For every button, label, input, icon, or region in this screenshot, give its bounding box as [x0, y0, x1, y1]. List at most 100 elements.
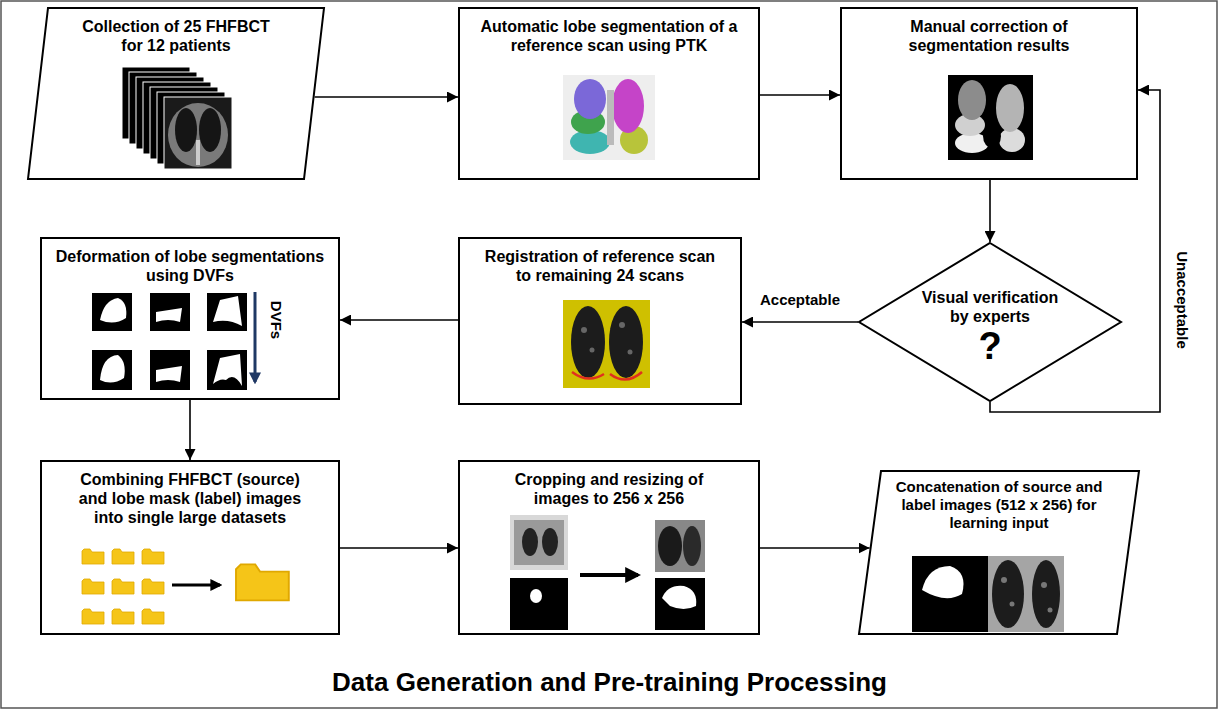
lobe-mask: [156, 308, 182, 322]
process-box: Automatic lobe segmentation of a referen…: [458, 7, 760, 180]
lung-texture: [590, 348, 595, 353]
image-ground: [563, 300, 650, 388]
node-text: Deformation of lobe segmentations using …: [45, 247, 335, 285]
folder-icon: [112, 579, 134, 594]
mask-image: [655, 578, 705, 630]
node-text: Automatic lobe segmentation of a referen…: [464, 17, 754, 55]
folder-icon: [82, 609, 104, 624]
mediastinum: [607, 90, 614, 145]
lobe-mask-grid: [92, 292, 255, 390]
lobe-mask: [213, 354, 242, 386]
ct-image: [510, 515, 568, 570]
folder-icon: [142, 549, 164, 564]
lobe-mask: [530, 589, 542, 603]
process-arrow: [580, 573, 638, 577]
mask-tile: [92, 350, 132, 390]
ct-stack-icon: [122, 67, 232, 169]
connector-arrow: [340, 547, 458, 549]
lung-texture: [1010, 602, 1015, 607]
lobe-mask: [213, 296, 242, 326]
lobe-region: [612, 79, 644, 133]
input-parallelogram: Collection of 25 FHFBCT for 12 patients: [27, 7, 325, 180]
mask-image: [510, 578, 568, 630]
node-text: Manual correction of segmentation result…: [864, 17, 1114, 55]
corrected-lobe-image: [948, 75, 1033, 160]
ct-lung: [992, 560, 1024, 628]
folder-icon: [142, 609, 164, 624]
ct-lung: [683, 526, 701, 566]
connector-arrow: [989, 180, 991, 242]
lung-texture: [1001, 577, 1007, 583]
registration-image: [563, 300, 650, 388]
mask-tile: [150, 350, 190, 390]
connector-arrow: [742, 321, 858, 323]
edge-label: Unacceptable: [1173, 248, 1191, 352]
ct-spine: [196, 140, 200, 165]
folder-icon: [82, 549, 104, 564]
lobe-mask: [100, 355, 125, 383]
lobe-region: [996, 84, 1024, 132]
node-text: Combining FHFBCT (source) and lobe mask …: [70, 470, 310, 528]
lobe-mask: [662, 586, 696, 609]
node-text: Cropping and resizing of images to 256 x…: [494, 470, 724, 508]
ct-lung: [522, 528, 538, 556]
lung-texture: [619, 322, 625, 328]
ct-body: [168, 103, 228, 167]
output-parallelogram: Concatenation of source and label images…: [858, 470, 1140, 635]
shape-border: [859, 471, 1139, 634]
lobe-region: [958, 80, 986, 120]
decision-diamond: Visual verification by experts?: [858, 242, 1122, 402]
connector-arrow: [340, 319, 458, 321]
process-box: Deformation of lobe segmentations using …: [40, 237, 340, 400]
node-text: Registration of reference scan to remain…: [480, 247, 720, 285]
process-box: Manual correction of segmentation result…: [840, 7, 1138, 180]
node-text: Concatenation of source and label images…: [884, 478, 1114, 532]
big-folder-icon: [236, 564, 289, 600]
mask-tile: [207, 293, 247, 331]
diaphragm-contour: [572, 372, 604, 379]
diaphragm-contour: [610, 372, 642, 380]
node-symbol-text: ?: [915, 326, 1065, 368]
edge-label: Acceptable: [757, 291, 843, 309]
ct-lung: [175, 108, 197, 152]
mask-tile: [92, 293, 132, 331]
lobe-mask: [100, 298, 126, 323]
diagram-title: Data Generation and Pre-training Process…: [0, 667, 1219, 698]
process-box: Combining FHFBCT (source) and lobe mask …: [40, 460, 340, 635]
connector-arrow: [990, 90, 1160, 412]
folder-icon: [142, 579, 164, 594]
lobe-region: [574, 79, 606, 119]
shape-border: [28, 8, 324, 179]
ct-body: [514, 520, 564, 565]
connector-arrow: [315, 96, 458, 98]
ct-image: [655, 520, 705, 572]
node-text: Visual verification by experts: [915, 288, 1065, 326]
process-box: Cropping and resizing of images to 256 x…: [458, 460, 760, 635]
ct-image: [988, 556, 1064, 632]
ct-lung: [1032, 560, 1060, 628]
connector-arrow: [189, 400, 191, 460]
mask-tile: [207, 350, 247, 390]
ct-lung: [199, 108, 221, 152]
lung-texture: [581, 327, 587, 333]
mask-image: [912, 556, 988, 632]
folder-icon: [112, 609, 134, 624]
concatenated-pair: [912, 556, 1064, 632]
connector-arrow: [760, 94, 840, 96]
lung-shape: [571, 306, 605, 378]
lobe-segmentation-image: [563, 75, 655, 160]
crop-resize-images: [510, 515, 705, 630]
lobe-mask: [922, 566, 964, 598]
lobe-mask: [156, 366, 182, 382]
ct-lung: [542, 528, 558, 556]
edge-group: [190, 90, 1160, 548]
lung-texture: [1048, 608, 1053, 613]
process-box: Registration of reference scan to remain…: [458, 237, 742, 405]
heart-region: [983, 124, 1001, 148]
folder-icon: [82, 579, 104, 594]
node-text: Collection of 25 FHFBCT for 12 patients: [76, 17, 276, 55]
